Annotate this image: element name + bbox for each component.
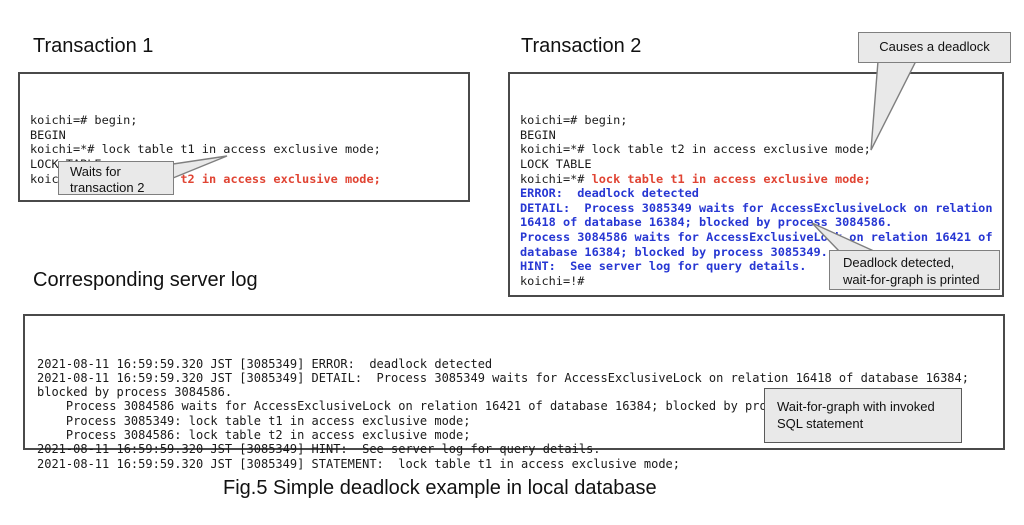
server-log-box: 2021-08-11 16:59:59.320 JST [3085349] ER… xyxy=(23,314,1005,471)
transaction2-title: Transaction 2 xyxy=(521,35,642,57)
server-log-title: Corresponding server log xyxy=(33,269,258,291)
callout-deadlock-detected: Deadlock detected,wait-for-graph is prin… xyxy=(829,250,1000,290)
transaction1-title: Transaction 1 xyxy=(33,35,154,57)
figure-caption: Fig.5 Simple deadlock example in local d… xyxy=(223,477,657,499)
callout-tail-causes xyxy=(870,60,918,151)
callout-causes-deadlock: Causes a deadlock xyxy=(858,32,1011,63)
callout-tail-waits xyxy=(172,155,228,180)
